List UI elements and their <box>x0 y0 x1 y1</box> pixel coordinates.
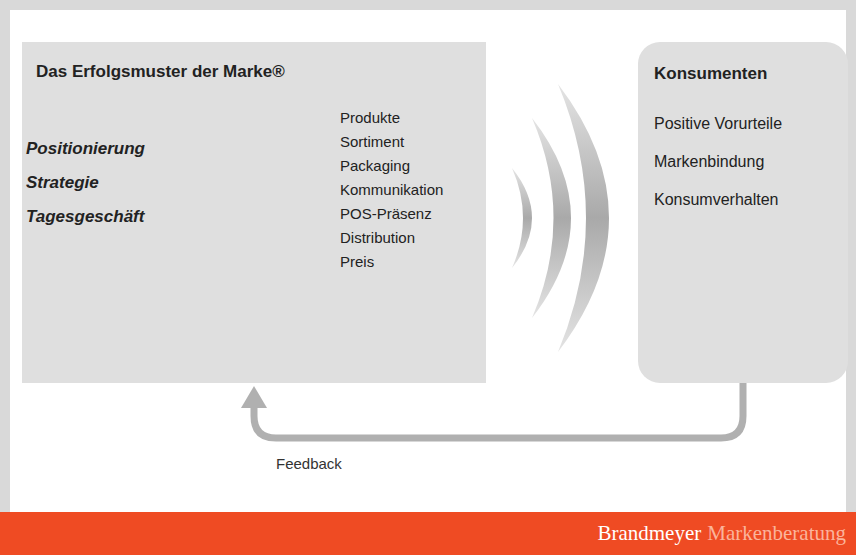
level-item: Tagesgeschäft <box>26 207 144 227</box>
mix-item: POS-Präsenz <box>340 205 432 222</box>
brand-label: Markenberatung <box>707 521 846 546</box>
feedback-arrow <box>241 383 743 438</box>
effect-item: Markenbindung <box>654 153 764 171</box>
mix-item: Sortiment <box>340 133 404 150</box>
signal-waves <box>512 84 609 352</box>
footer-bar: BrandmeyerMarkenberatung <box>0 512 856 555</box>
mix-item: Kommunikation <box>340 181 443 198</box>
mix-item: Packaging <box>340 157 410 174</box>
mix-item: Preis <box>340 253 374 270</box>
edge-label: Feedback <box>276 455 342 472</box>
mix-item: Distribution <box>340 229 415 246</box>
panel-heading: Konsumenten <box>654 64 767 84</box>
brand-panel: Das Erfolgsmuster der Marke® Positionieru… <box>22 42 486 383</box>
effect-item: Positive Vorurteile <box>654 115 782 133</box>
level-item: Strategie <box>26 173 99 193</box>
mix-item: Produkte <box>340 109 400 126</box>
panel-heading: Das Erfolgsmuster der Marke® <box>36 62 285 82</box>
level-item: Positionierung <box>26 139 145 159</box>
consumer-panel: KonsumentenPositive VorurteileMarkenbind… <box>638 42 848 383</box>
brand-label: Brandmeyer <box>597 521 701 546</box>
effect-item: Konsumverhalten <box>654 191 779 209</box>
